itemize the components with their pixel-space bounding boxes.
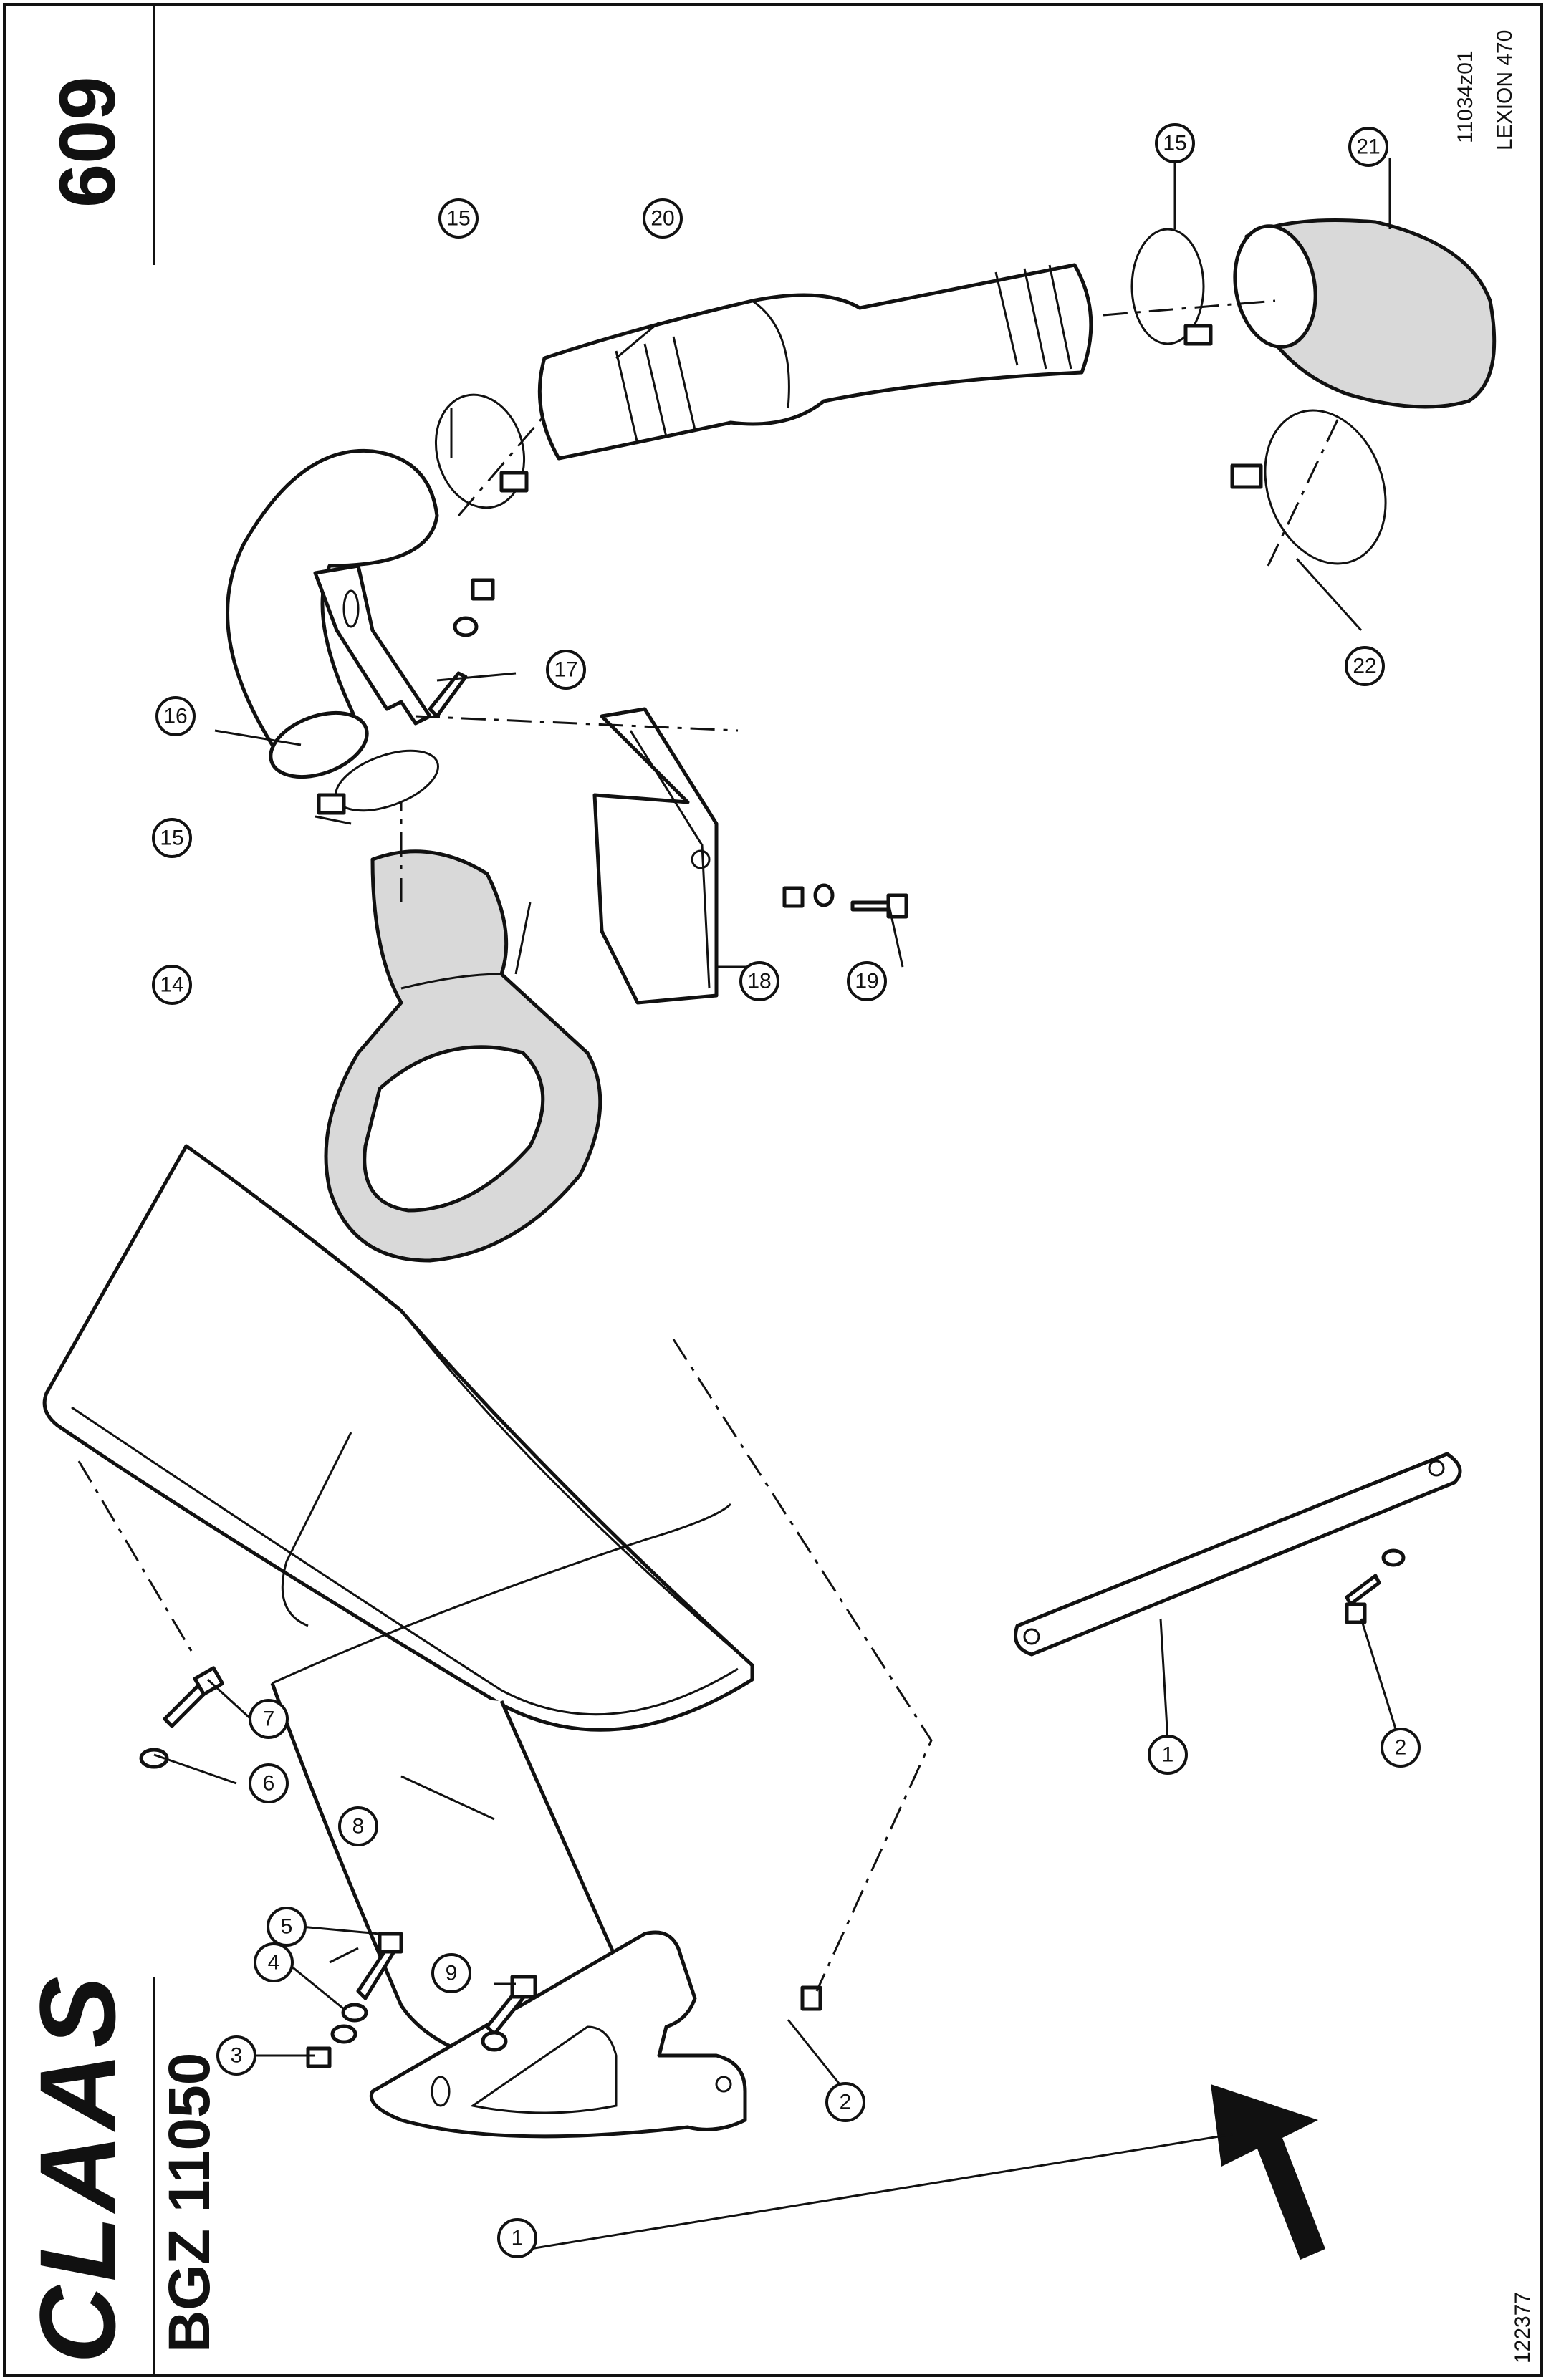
- svg-text:17: 17: [554, 658, 577, 682]
- model-code: BGZ 11050: [157, 2053, 222, 2353]
- callout-21: 21: [1348, 127, 1388, 167]
- svg-text:15: 15: [160, 827, 183, 850]
- hose: [537, 263, 1093, 461]
- callout-17: 17: [546, 650, 586, 690]
- nut-3: [306, 2046, 332, 2068]
- hose-clamp-b: [434, 393, 529, 509]
- callout-20: 20: [643, 198, 683, 239]
- callout-3: 3: [216, 2035, 256, 2076]
- centerline-clamp-22: [1267, 415, 1341, 567]
- bent-tube: [226, 448, 439, 779]
- support-strap: [1014, 1452, 1462, 1657]
- page-number: 609: [44, 76, 132, 208]
- bolt-19: [850, 893, 908, 919]
- callout-7: 7: [249, 1699, 289, 1739]
- channel-bracket: [592, 707, 719, 1005]
- washer-9: [481, 2030, 508, 2052]
- machine-name: LEXION 470: [1493, 30, 1517, 150]
- centerline-hose: [400, 299, 1276, 902]
- svg-text:2: 2: [1395, 1736, 1407, 1760]
- bolt-7: [163, 1666, 224, 1728]
- washer-19: [813, 883, 835, 907]
- direction-arrow: [1211, 2084, 1325, 2260]
- callout-1-plate: 1: [497, 2218, 537, 2258]
- deflector-sheet: [42, 1144, 754, 2065]
- svg-text:3: 3: [231, 2044, 243, 2068]
- callout-15-upper: 15: [1155, 123, 1195, 163]
- callout-2-plate: 2: [825, 2082, 865, 2122]
- svg-text:22: 22: [1353, 655, 1376, 678]
- svg-text:19: 19: [855, 970, 878, 993]
- callout-15-lower: 15: [152, 818, 192, 858]
- svg-text:5: 5: [281, 1915, 293, 1939]
- svg-text:4: 4: [268, 1951, 280, 1975]
- svg-text:14: 14: [160, 973, 183, 997]
- callout-1-strap: 1: [1148, 1735, 1188, 1775]
- drawing-ref: 11034z01: [1454, 50, 1477, 143]
- bolt-9: [485, 1975, 537, 2036]
- callout-9: 9: [431, 1953, 471, 1993]
- callout-6: 6: [249, 1763, 289, 1803]
- rubber-duct: [324, 849, 602, 1263]
- callout-4: 4: [254, 1942, 294, 1982]
- hose-clamp-c: [1130, 228, 1213, 346]
- svg-text:21: 21: [1356, 135, 1380, 159]
- triangular-plate: [370, 1930, 747, 2139]
- bolt-5: [356, 1932, 403, 2000]
- nut-17: [471, 578, 495, 601]
- svg-text:1: 1: [1162, 1743, 1174, 1767]
- nut-19: [782, 886, 805, 908]
- callout-14: 14: [152, 965, 192, 1005]
- washer-4a: [341, 2003, 368, 2023]
- brand-logo: CLAAS: [17, 1972, 138, 2364]
- svg-text:1: 1: [512, 2227, 524, 2250]
- svg-text:7: 7: [263, 1707, 275, 1731]
- callout-16: 16: [155, 696, 196, 736]
- page-border: [3, 3, 1543, 2377]
- washer-17: [453, 616, 479, 637]
- elbow-fitting: [1233, 218, 1497, 409]
- svg-text:18: 18: [747, 970, 771, 993]
- svg-text:2: 2: [840, 2091, 852, 2114]
- svg-text:6: 6: [263, 1772, 275, 1796]
- svg-text:8: 8: [352, 1815, 365, 1839]
- svg-text:15: 15: [446, 207, 470, 231]
- callout-15-middle: 15: [438, 198, 479, 239]
- washer-4b: [330, 2024, 357, 2044]
- washer-2b: [1381, 1548, 1406, 1567]
- callout-18: 18: [739, 961, 779, 1001]
- svg-text:15: 15: [1163, 132, 1186, 155]
- callout-8: 8: [338, 1806, 378, 1846]
- tube-bracket: [313, 564, 432, 726]
- figure-number: 122377: [1511, 2292, 1535, 2364]
- svg-text:9: 9: [446, 1962, 458, 1985]
- centerline-plate: [77, 1339, 933, 1992]
- callout-2-strap: 2: [1381, 1728, 1421, 1768]
- callout-22: 22: [1345, 646, 1385, 686]
- hose-clamp-d: [1230, 409, 1387, 565]
- svg-text:20: 20: [650, 207, 674, 231]
- callout-5: 5: [267, 1907, 307, 1947]
- leaders: [153, 143, 1398, 2250]
- centerline-bracket: [415, 715, 739, 732]
- callout-19: 19: [847, 961, 887, 1001]
- svg-text:16: 16: [163, 705, 187, 728]
- hose-clamp-a: [317, 749, 439, 815]
- bolt-2b: [1345, 1574, 1381, 1624]
